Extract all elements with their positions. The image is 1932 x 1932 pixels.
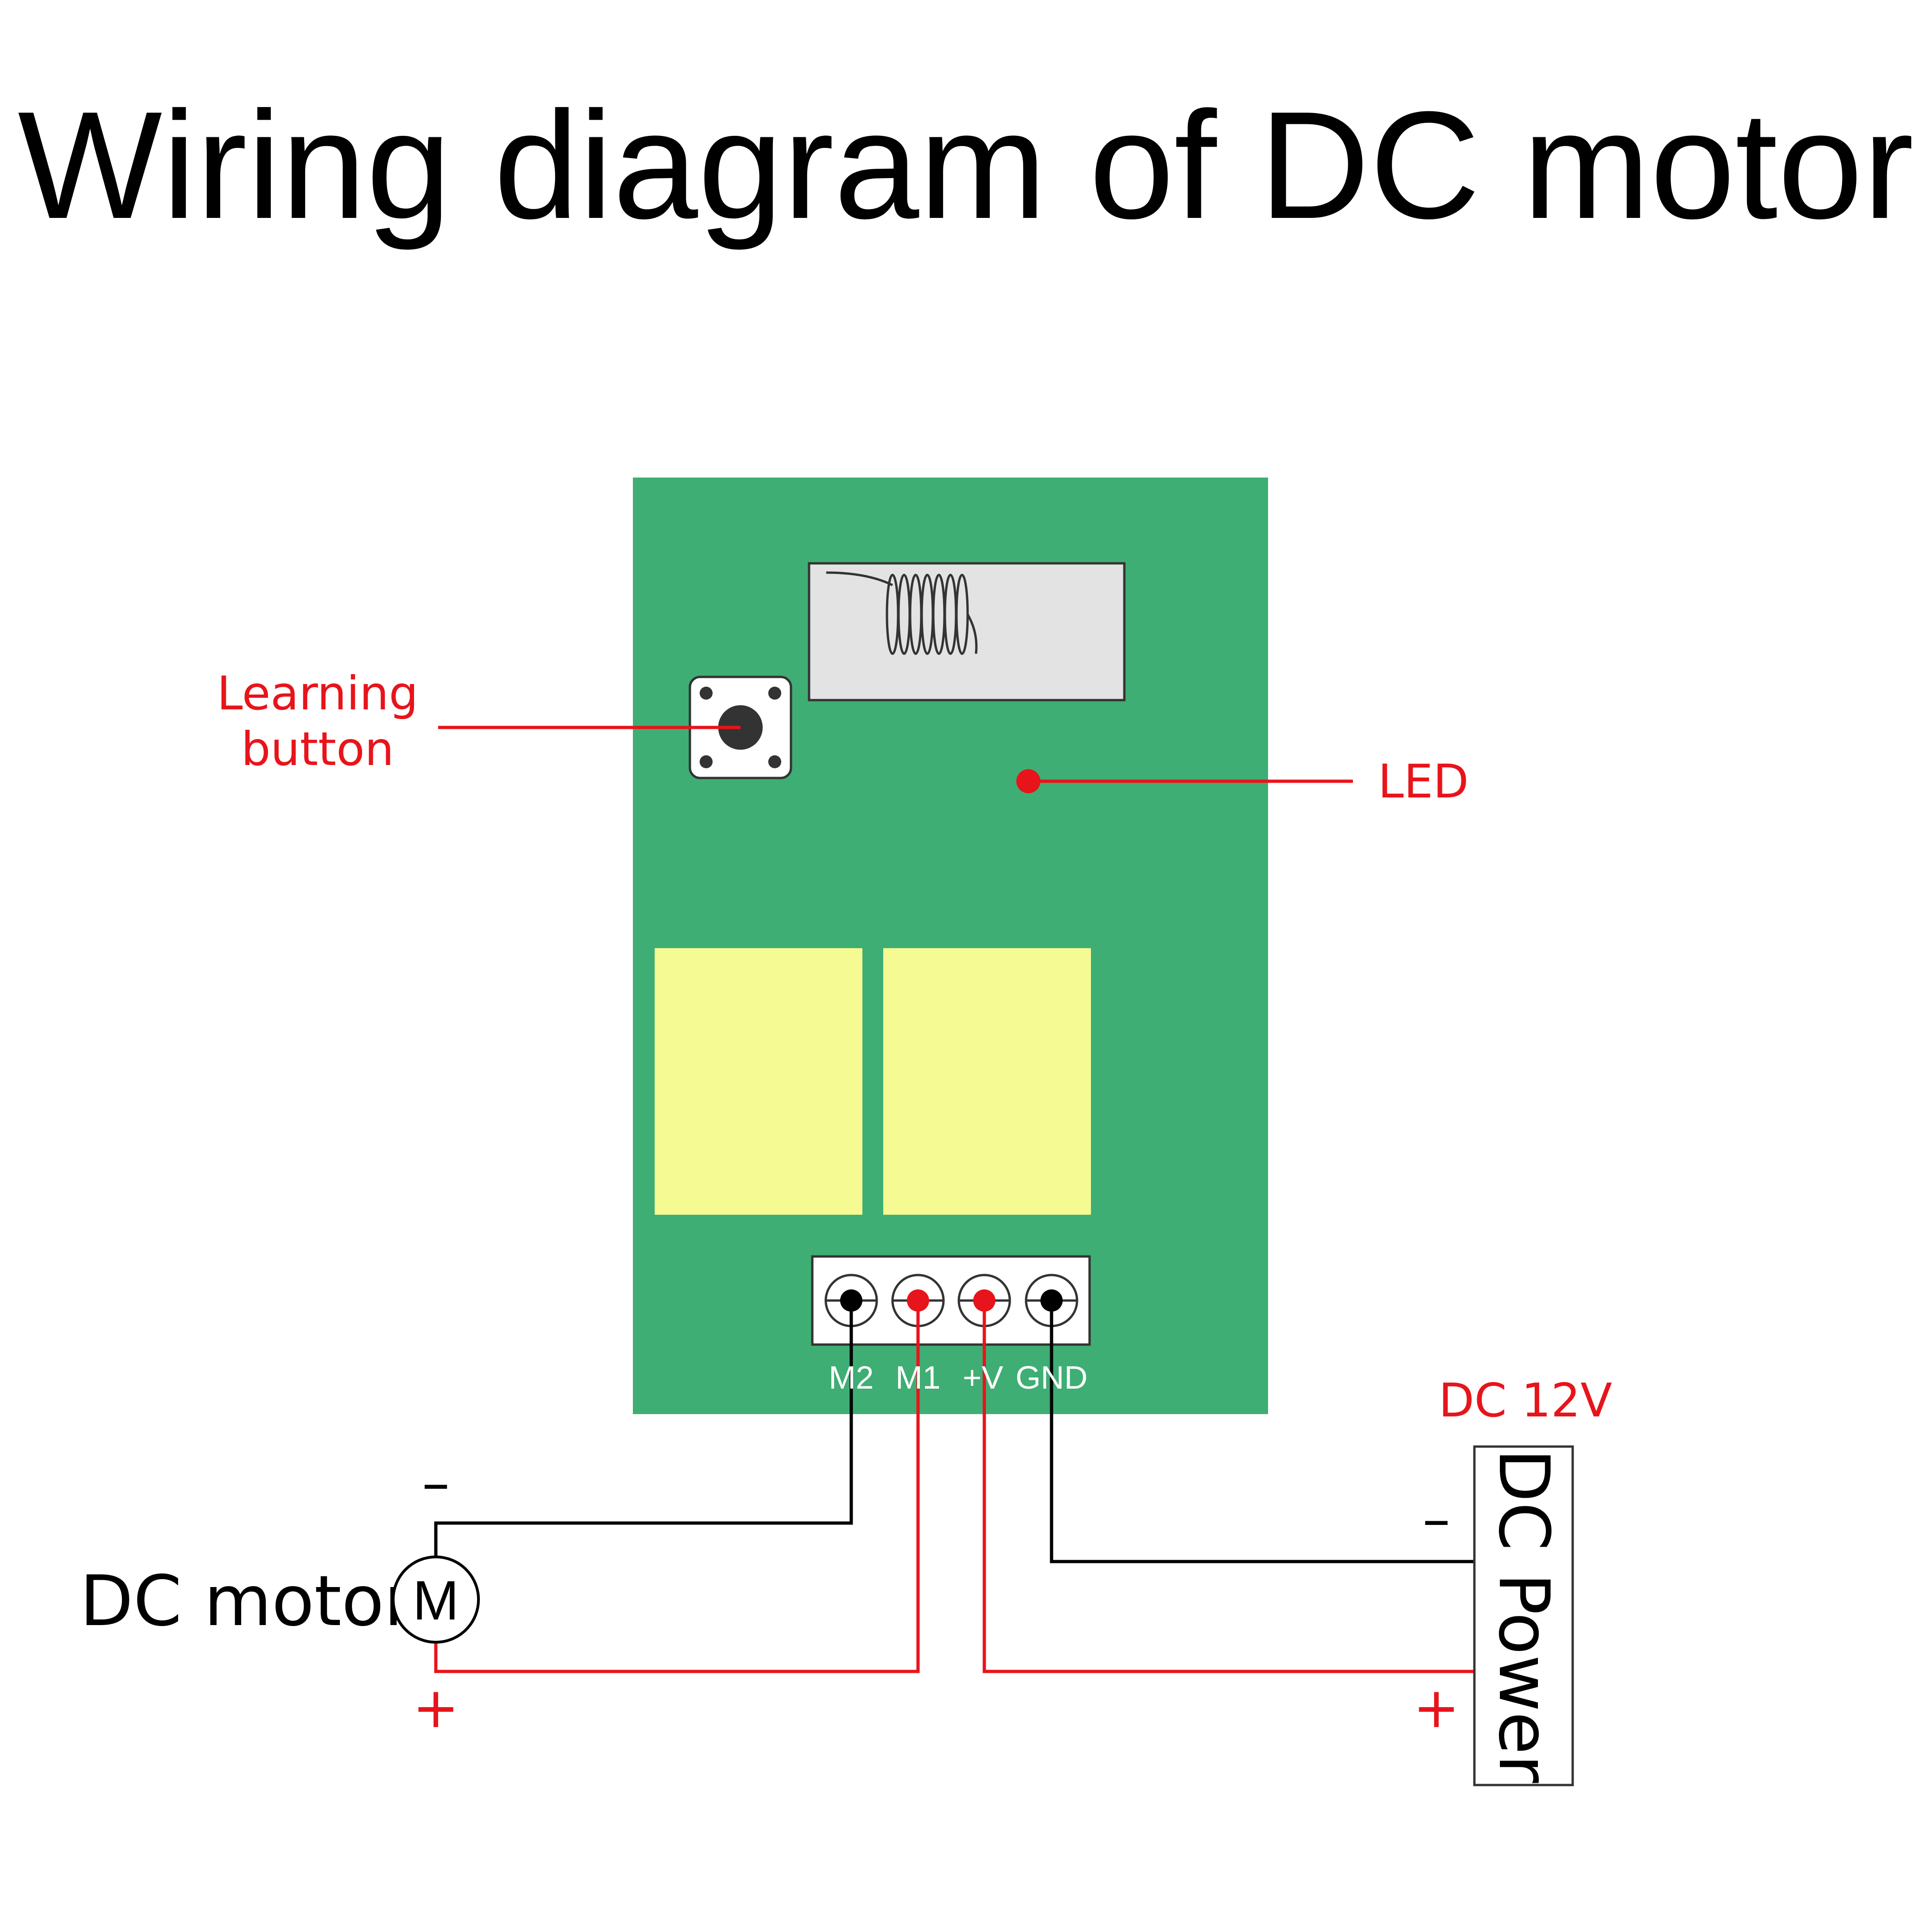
dc-power-supply: [1473, 1445, 1574, 1786]
motor-letter: M: [413, 1569, 459, 1632]
antenna-coil-icon: [826, 571, 978, 655]
power-positive-sign: +: [1413, 1676, 1460, 1741]
relay-right: [883, 948, 1091, 1215]
motor-positive-sign: +: [413, 1676, 459, 1741]
wire-m2-motor-negative: [434, 1301, 853, 1560]
dc-motor-symbol: [392, 1556, 480, 1644]
relay-left: [655, 948, 862, 1215]
wire-m1-motor-positive: [434, 1301, 920, 1673]
page-title: Wiring diagram of DC motor: [18, 79, 1913, 251]
motor-negative-sign: –: [422, 1451, 450, 1516]
dc-motor-label: DC motor: [80, 1561, 413, 1642]
learning-button-label-line1: Learning: [217, 666, 418, 721]
terminal-label-plus-v: +V: [963, 1359, 1003, 1396]
terminal-label-m1: M1: [895, 1359, 940, 1396]
dc-power-label: DC Power: [1483, 1448, 1564, 1783]
dc-12v-label: DC 12V: [1439, 1373, 1612, 1428]
terminal-label-m2: M2: [829, 1359, 874, 1396]
power-negative-sign: –: [1422, 1487, 1450, 1552]
learning-button-label-line2: button: [241, 722, 394, 776]
wire-plusv-power-positive: [982, 1301, 1474, 1673]
terminal-label-gnd: GND: [1015, 1359, 1088, 1396]
led-label: LED: [1378, 754, 1469, 809]
wire-gnd-power-negative: [1050, 1301, 1474, 1563]
